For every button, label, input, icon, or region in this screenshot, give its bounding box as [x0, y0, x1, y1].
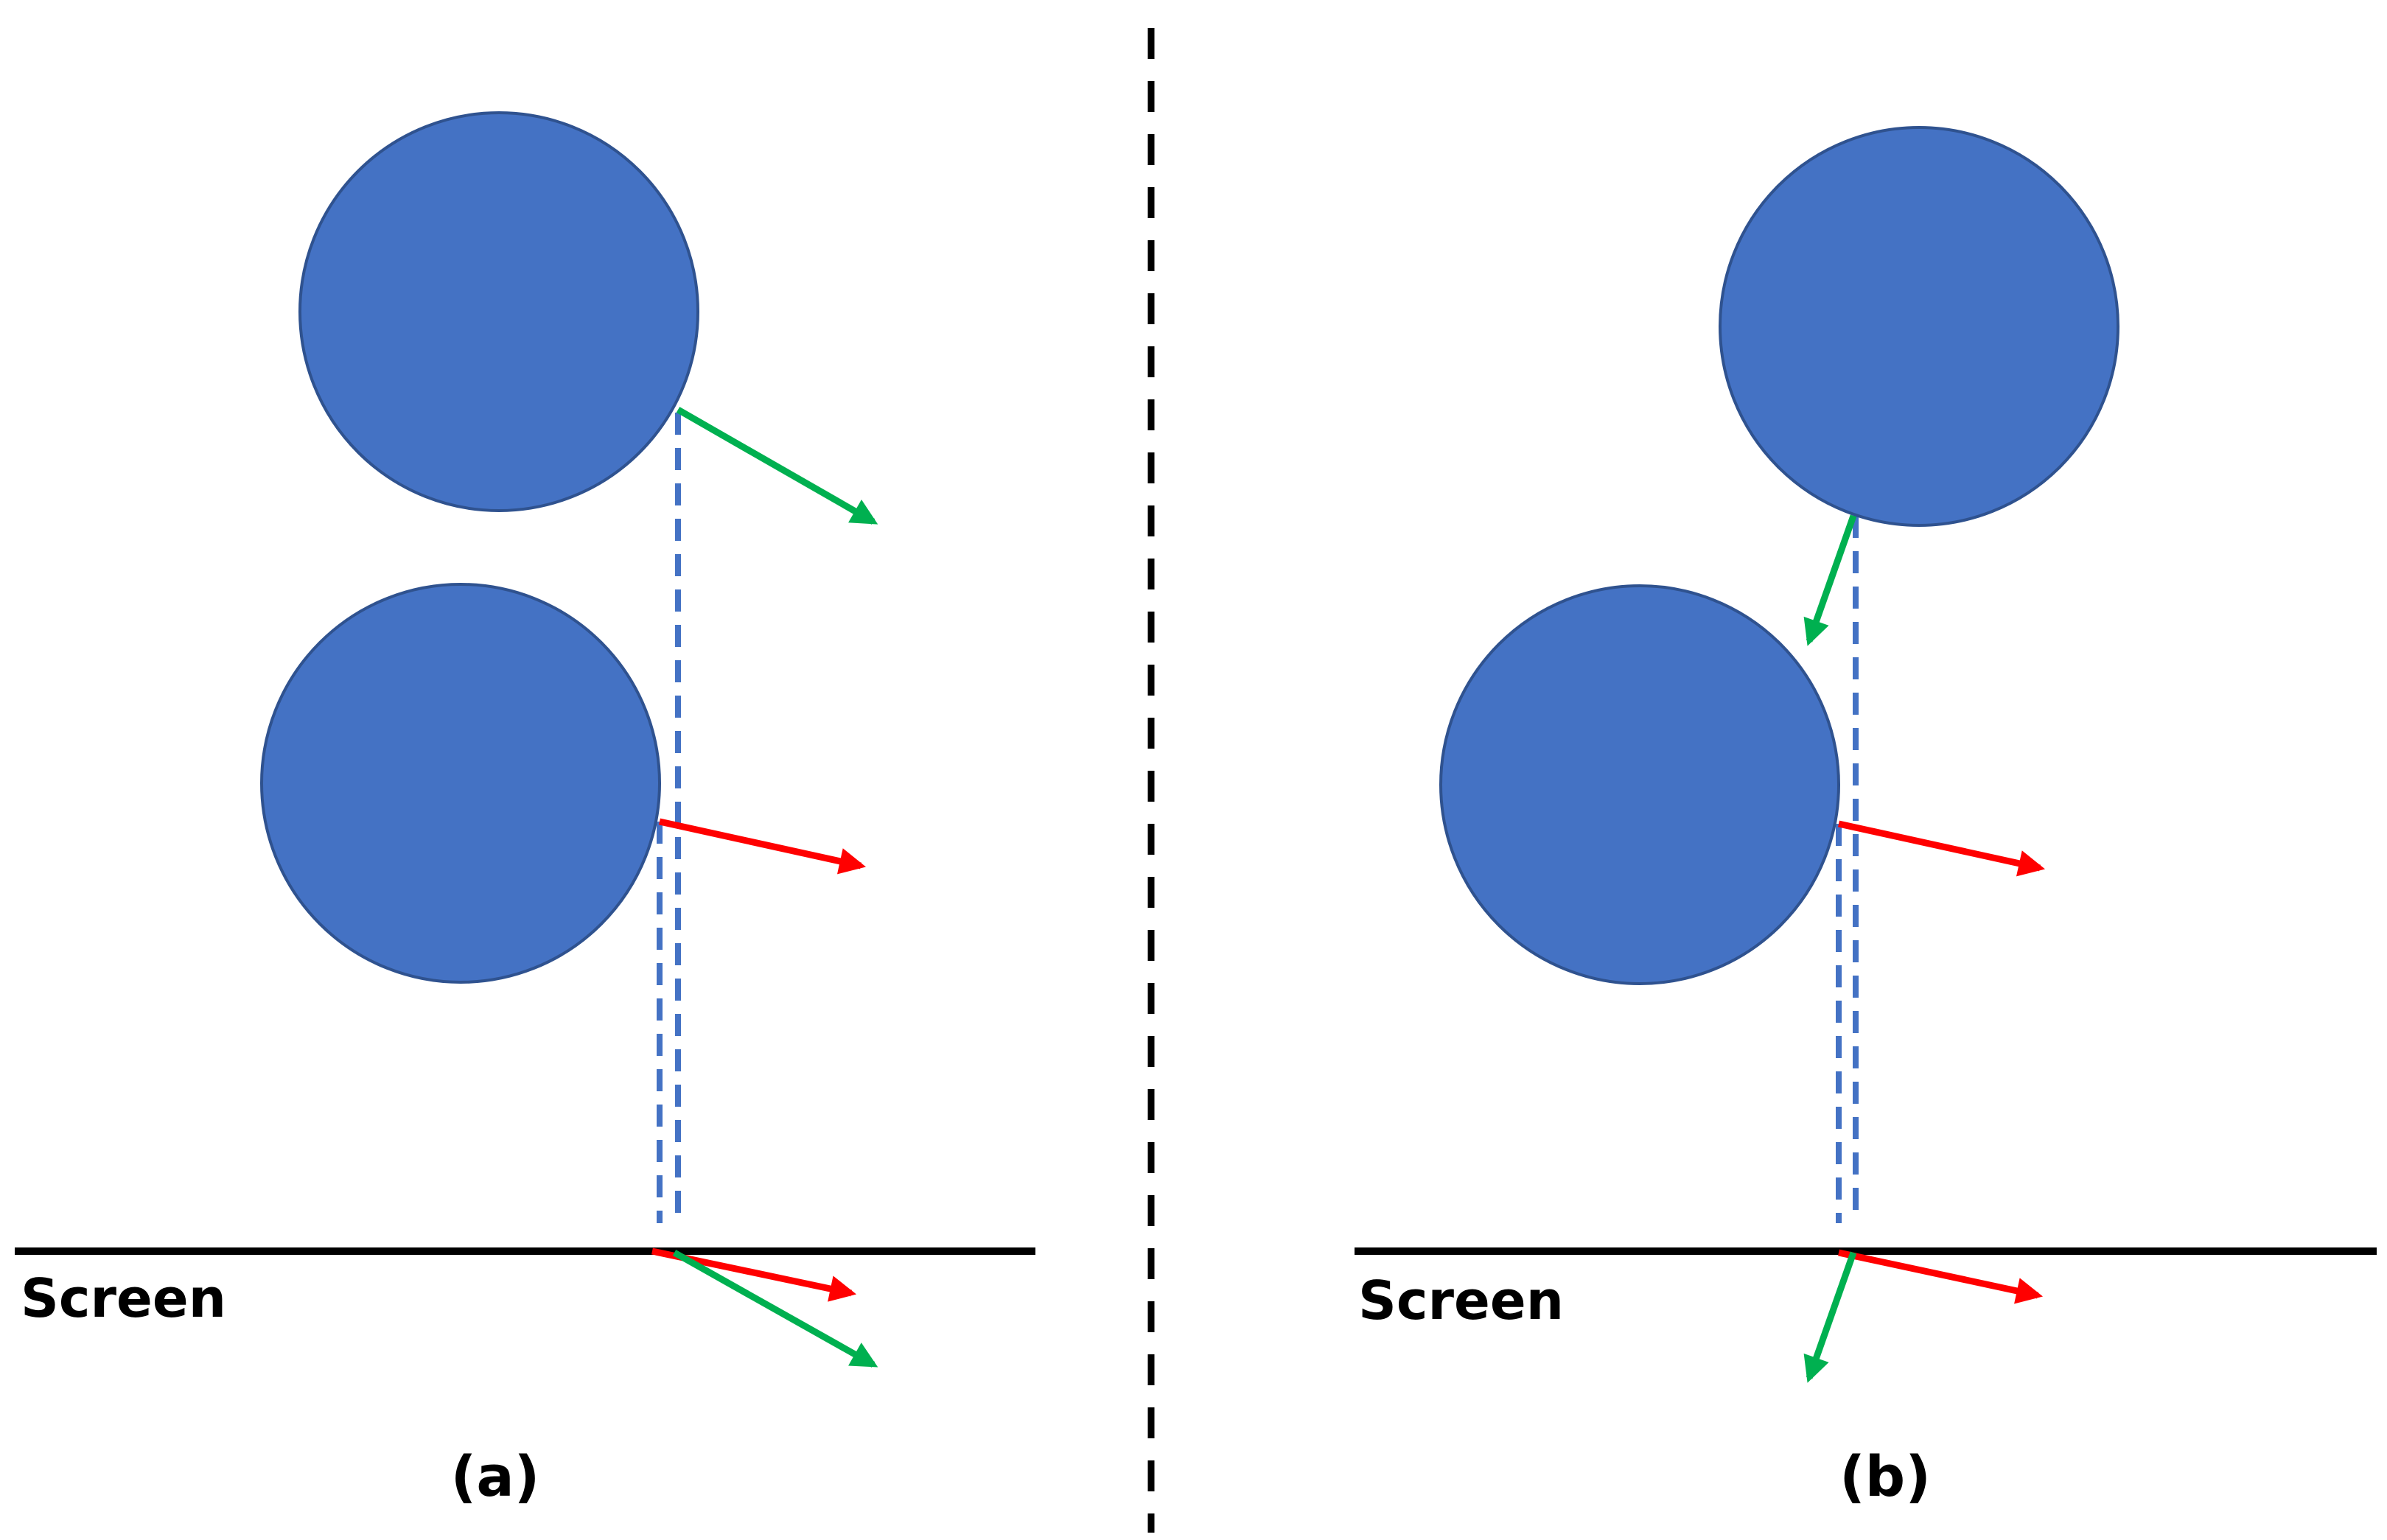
upper-sphere-b [1719, 126, 2119, 527]
caption-a: (a) [451, 1443, 540, 1509]
panel-b: Screen (b) [1355, 126, 2377, 1509]
screen-label-b: Screen [1358, 1270, 1564, 1331]
red-arrow-screen-b [1838, 1249, 2044, 1304]
red-arrow-lower-a [659, 818, 867, 875]
green-arrow-screen-b [1803, 1251, 1857, 1383]
caption-b: (b) [1839, 1443, 1931, 1509]
green-arrow-screen-a [672, 1250, 878, 1368]
green-arrow-upper-a [676, 407, 878, 525]
panel-a: Screen (a) [15, 111, 1035, 1509]
screen-label-a: Screen [21, 1267, 226, 1329]
lower-sphere-b [1439, 584, 1840, 985]
red-arrow-lower-b [1838, 820, 2046, 877]
green-arrow-upper-b [1803, 514, 1857, 646]
lower-sphere-a [260, 583, 661, 984]
upper-sphere-a [298, 111, 699, 512]
